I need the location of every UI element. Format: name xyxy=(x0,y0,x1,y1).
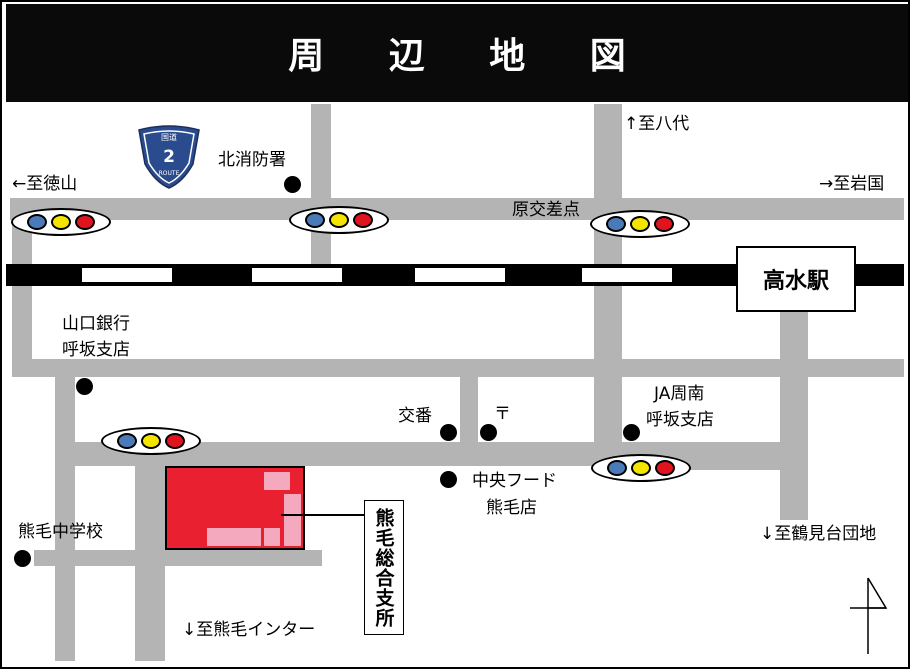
location-dot-icon xyxy=(440,424,457,441)
railway-dash xyxy=(415,268,505,282)
shield-bottom-text: ROUTE xyxy=(159,170,180,177)
location-dot-icon xyxy=(14,550,31,567)
label-school: 熊毛中学校 xyxy=(18,522,103,542)
station-box: 高水駅 xyxy=(736,246,856,312)
location-dot-icon xyxy=(440,471,457,488)
road-station-vertical xyxy=(780,310,808,520)
building-annex xyxy=(207,528,261,546)
railway-dash xyxy=(252,268,342,282)
traffic-signal-icon xyxy=(289,206,389,234)
location-dot-icon xyxy=(480,424,497,441)
shield-top-text: 国道 xyxy=(161,132,177,142)
traffic-signal-icon xyxy=(11,208,111,236)
railway-dash xyxy=(82,268,172,282)
location-dot-icon xyxy=(623,424,640,441)
traffic-signal-icon xyxy=(590,210,690,238)
target-building-label: 熊毛総合支所 xyxy=(364,500,404,635)
traffic-signal-icon xyxy=(591,454,691,482)
road-west-vertical xyxy=(12,217,32,377)
location-dot-icon xyxy=(76,378,93,395)
building-annex xyxy=(264,472,290,490)
label-bank-line1: 山口銀行 xyxy=(62,314,130,334)
title-bar: 周 辺 地 図 xyxy=(6,4,908,102)
railway-dash xyxy=(582,268,672,282)
road-national-route xyxy=(10,198,904,220)
north-arrow-icon xyxy=(850,577,888,654)
route-shield-icon: 国道 2 ROUTE xyxy=(138,125,200,189)
location-dot-icon xyxy=(284,176,301,193)
building-leader-line xyxy=(281,514,364,516)
building-annex xyxy=(264,528,280,546)
label-police-box: 交番 xyxy=(398,406,432,426)
road-west-long-vertical xyxy=(55,375,75,661)
label-bank-line2: 呼坂支店 xyxy=(62,340,130,360)
label-post-office: 〒 xyxy=(494,404,511,424)
station-name: 高水駅 xyxy=(762,269,829,294)
traffic-signal-icon xyxy=(101,427,201,455)
road-middle-horizontal xyxy=(12,359,904,377)
building-annex xyxy=(284,494,301,546)
destination-interchange: ↓至熊毛インター xyxy=(182,620,316,640)
shield-number: 2 xyxy=(163,147,175,167)
label-food-line2: 熊毛店 xyxy=(486,498,537,518)
label-ja-line2: 呼坂支店 xyxy=(646,410,714,430)
label-fire-station: 北消防署 xyxy=(218,150,286,170)
destination-iwakuni: →至岩国 xyxy=(819,174,885,194)
destination-tsurumidai: ↓至鶴見台団地 xyxy=(760,524,877,544)
destination-tokuyama: ←至徳山 xyxy=(12,174,78,194)
label-ja-line1: JA周南 xyxy=(654,384,705,404)
map-title: 周 辺 地 図 xyxy=(288,36,652,77)
road-school-horizontal xyxy=(34,550,322,566)
road-fire-station-vertical xyxy=(311,104,331,264)
target-building xyxy=(165,466,305,550)
destination-yatsushiro: ↑至八代 xyxy=(624,114,690,134)
label-food-line1: 中央フード xyxy=(472,471,557,491)
label-intersection: 原交差点 xyxy=(512,200,580,220)
road-police-vertical xyxy=(460,375,478,445)
